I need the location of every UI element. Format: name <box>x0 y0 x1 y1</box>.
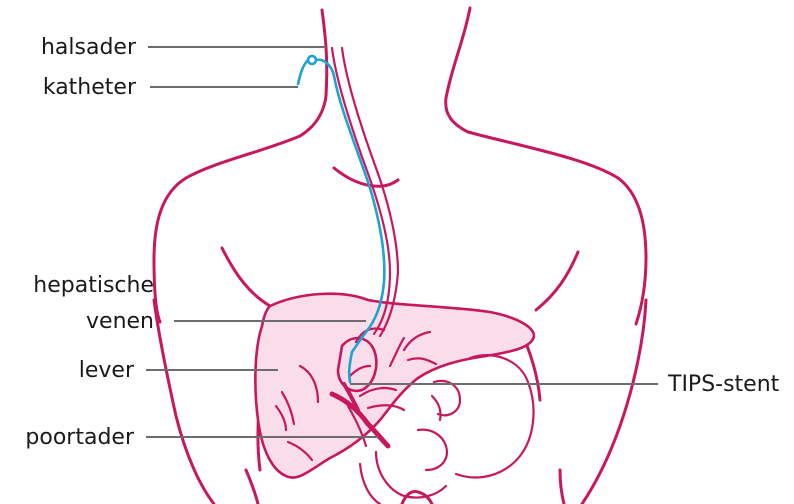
label-katheter: katheter <box>43 75 137 100</box>
label-lever: lever <box>79 358 135 383</box>
label-hepatische: hepatische <box>33 273 154 298</box>
body-outline <box>154 8 646 504</box>
jugular-vein <box>332 48 390 334</box>
label-halsader: halsader <box>41 35 137 60</box>
label-venen: venen <box>86 309 154 334</box>
label-tips-stent: TIPS-stent <box>667 372 780 397</box>
label-poortader: poortader <box>25 425 135 450</box>
